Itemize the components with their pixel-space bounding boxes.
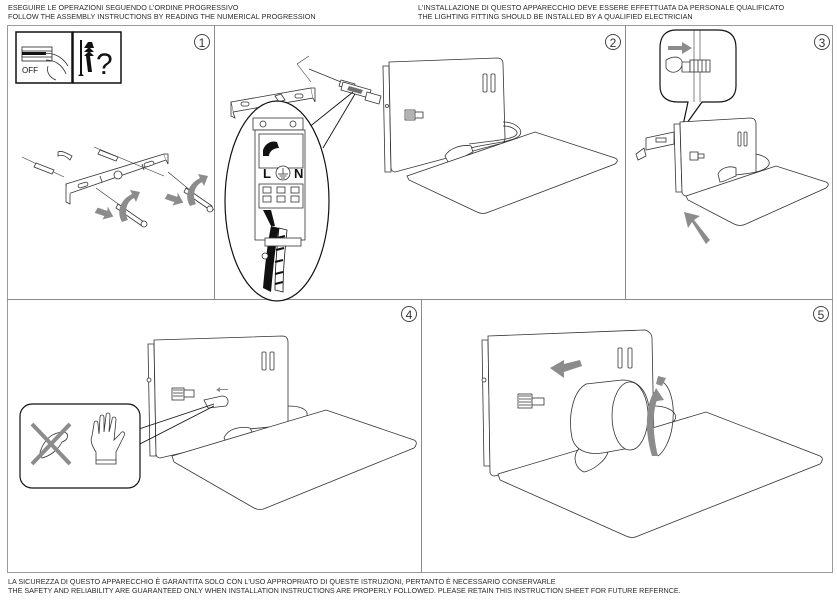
step-3-illustration bbox=[635, 29, 829, 244]
step-1-panel: 1 OFF ? bbox=[8, 26, 215, 299]
power-off-icon: OFF bbox=[15, 31, 73, 84]
terminal-label-live: L bbox=[263, 166, 271, 181]
no-bare-hands-icon bbox=[30, 422, 72, 466]
push-arrow-icon bbox=[684, 212, 710, 244]
step-4-illustration bbox=[19, 335, 417, 510]
step-1-illustration: OFF ? bbox=[15, 31, 215, 228]
rotate-arrow-icon bbox=[119, 174, 208, 222]
step-number: 5 bbox=[813, 306, 829, 322]
step-number: 3 bbox=[814, 34, 830, 50]
step-5-illustration bbox=[481, 329, 823, 538]
terminal-label-neutral: N bbox=[294, 166, 303, 181]
lamp-cable bbox=[444, 121, 522, 165]
header-left: ESEGUIRE LE OPERAZIONI SEGUENDO L'ORDINE… bbox=[8, 3, 316, 21]
divider bbox=[625, 25, 626, 299]
step-2-panel: 2 bbox=[215, 26, 625, 302]
reading-shelf bbox=[171, 409, 417, 510]
step-5-panel: 5 bbox=[422, 300, 833, 573]
footer-safety-note: LA SICUREZZA DI QUESTO APPARECCHIO È GAR… bbox=[8, 577, 681, 595]
header-left-english: FOLLOW THE ASSEMBLY INSTRUCTIONS BY READ… bbox=[8, 12, 316, 21]
lamp-body bbox=[146, 335, 289, 459]
divider bbox=[7, 299, 833, 300]
question-mark: ? bbox=[96, 48, 113, 81]
reading-shelf bbox=[497, 411, 823, 538]
step-3-panel: 3 bbox=[626, 26, 833, 299]
header-right-italian: L'INSTALLAZIONE DI QUESTO APPARECCHIO DE… bbox=[418, 3, 785, 12]
divider bbox=[214, 25, 215, 299]
mounting-bracket bbox=[635, 131, 675, 161]
glove-warning-callout bbox=[19, 403, 141, 489]
slide-arrow-icon bbox=[550, 360, 582, 378]
reading-shelf bbox=[685, 165, 829, 226]
wall-plugs bbox=[21, 146, 165, 178]
lamp-body bbox=[673, 117, 757, 197]
screw-and-plug-question-icon: ? bbox=[72, 31, 122, 84]
step-number: 1 bbox=[194, 34, 210, 50]
off-label: OFF bbox=[22, 66, 38, 75]
step-4-panel: 4 bbox=[8, 300, 421, 573]
earth-icon bbox=[275, 165, 291, 181]
terminal-block bbox=[340, 81, 382, 105]
header-right: L'INSTALLAZIONE DI QUESTO APPARECCHIO DE… bbox=[418, 3, 784, 21]
rotate-arrow-icon bbox=[646, 376, 674, 457]
lamp-head bbox=[570, 379, 650, 473]
mounting-bracket bbox=[65, 153, 169, 205]
header-left-italian: ESEGUIRE LE OPERAZIONI SEGUENDO L'ORDINE… bbox=[8, 3, 239, 12]
push-arrow-icon bbox=[94, 192, 184, 220]
divider bbox=[421, 299, 422, 573]
step-number: 2 bbox=[605, 34, 621, 50]
glove-icon bbox=[90, 412, 125, 465]
footer-english: THE SAFETY AND RELIABILITY ARE GUARANTEE… bbox=[8, 586, 681, 595]
wiring-detail-callout: L N bbox=[224, 100, 330, 302]
push-arrow-icon bbox=[668, 42, 692, 54]
footer-italian: LA SICUREZZA DI QUESTO APPARECCHIO È GAR… bbox=[8, 577, 556, 586]
reading-shelf bbox=[406, 131, 618, 214]
header-right-english: THE LIGHTING FITTING SHOULD BE INSTALLED… bbox=[418, 12, 693, 21]
screw-detail-callout bbox=[659, 29, 737, 131]
step-number: 4 bbox=[401, 306, 417, 322]
mounting-bracket bbox=[230, 87, 316, 119]
step-2-illustration: L N bbox=[224, 55, 618, 302]
